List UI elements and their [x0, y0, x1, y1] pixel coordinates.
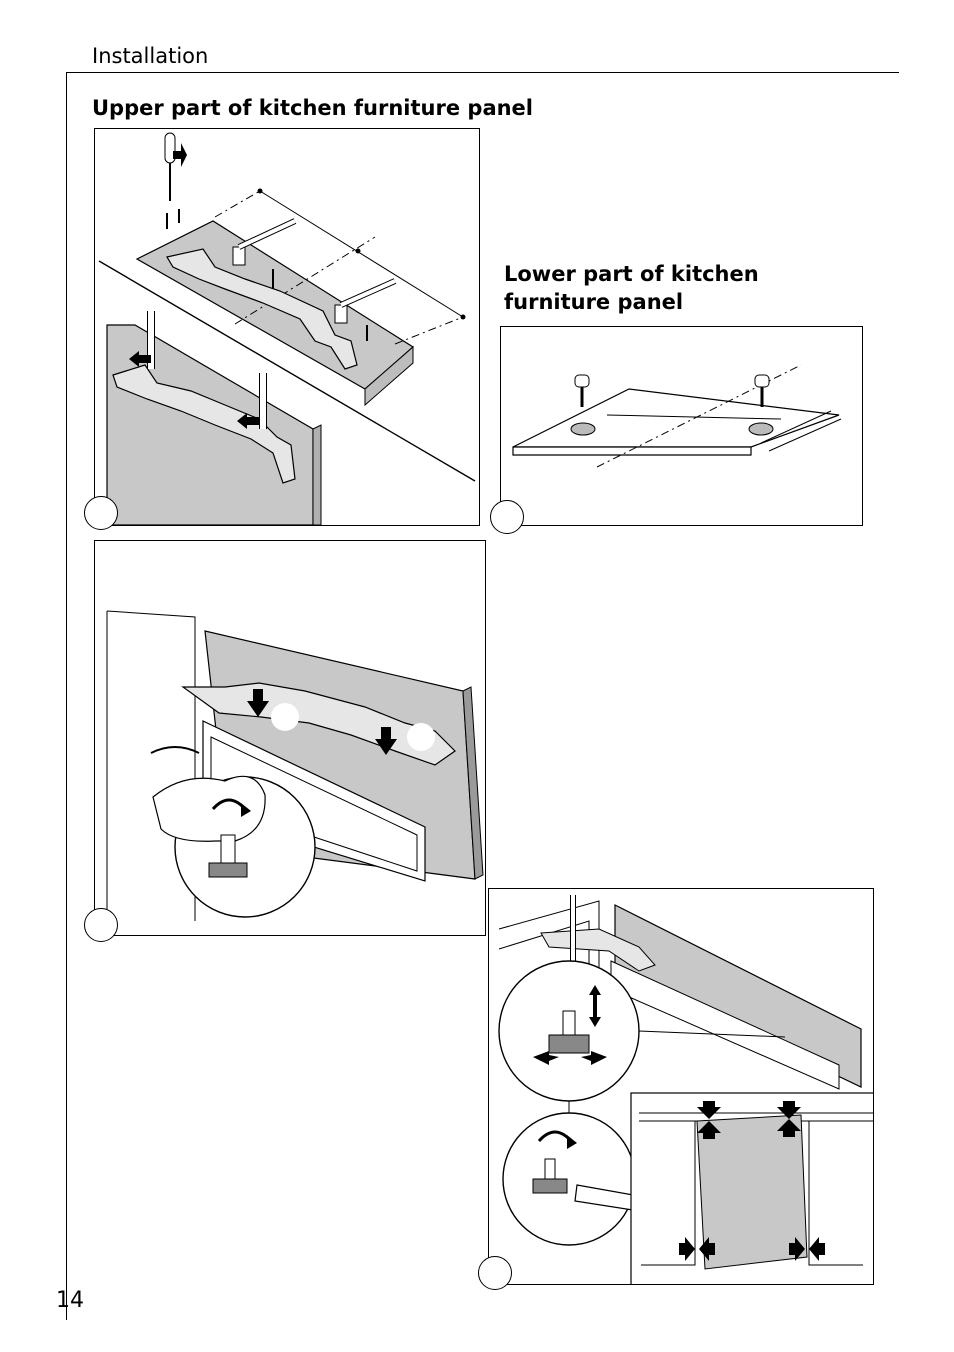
arrow-icon	[129, 351, 259, 429]
step-circle-4	[478, 1256, 512, 1290]
lower-panel-heading: Lower part of kitchen furniture panel	[504, 260, 759, 316]
hinge-adjustment-illustration	[106, 610, 484, 921]
arrow-icon	[533, 985, 607, 1065]
hand-icon	[152, 775, 266, 842]
lower-panel-heading-line-2: furniture panel	[504, 290, 684, 314]
upper-panel-heading: Upper part of kitchen furniture panel	[92, 96, 533, 120]
figure-upper-mounting	[94, 128, 480, 526]
screw-icon	[574, 374, 770, 407]
margin-rule	[66, 72, 67, 1320]
figure-hinge-adjustment	[94, 540, 486, 936]
step-circle-2	[490, 500, 524, 534]
arrow-icon	[150, 689, 397, 755]
rotate-arrow-icon	[537, 1130, 577, 1149]
upper-mounting-illustration	[98, 132, 476, 525]
screwdriver-icon	[164, 132, 187, 201]
step-circle-3	[84, 908, 118, 942]
section-title: Installation	[92, 44, 209, 68]
lower-panel-heading-line-1: Lower part of kitchen	[504, 262, 759, 286]
step-circle-1	[84, 496, 118, 530]
header-rule	[66, 72, 899, 73]
figure-fine-adjustment	[488, 888, 874, 1285]
figure-lower-mounting	[500, 326, 863, 526]
lower-mounting-illustration	[512, 364, 842, 468]
arrow-icon	[679, 1101, 825, 1261]
page-number: 14	[56, 1288, 84, 1313]
fine-adjustment-illustration	[498, 895, 873, 1284]
rotate-arrow-icon	[211, 798, 251, 817]
